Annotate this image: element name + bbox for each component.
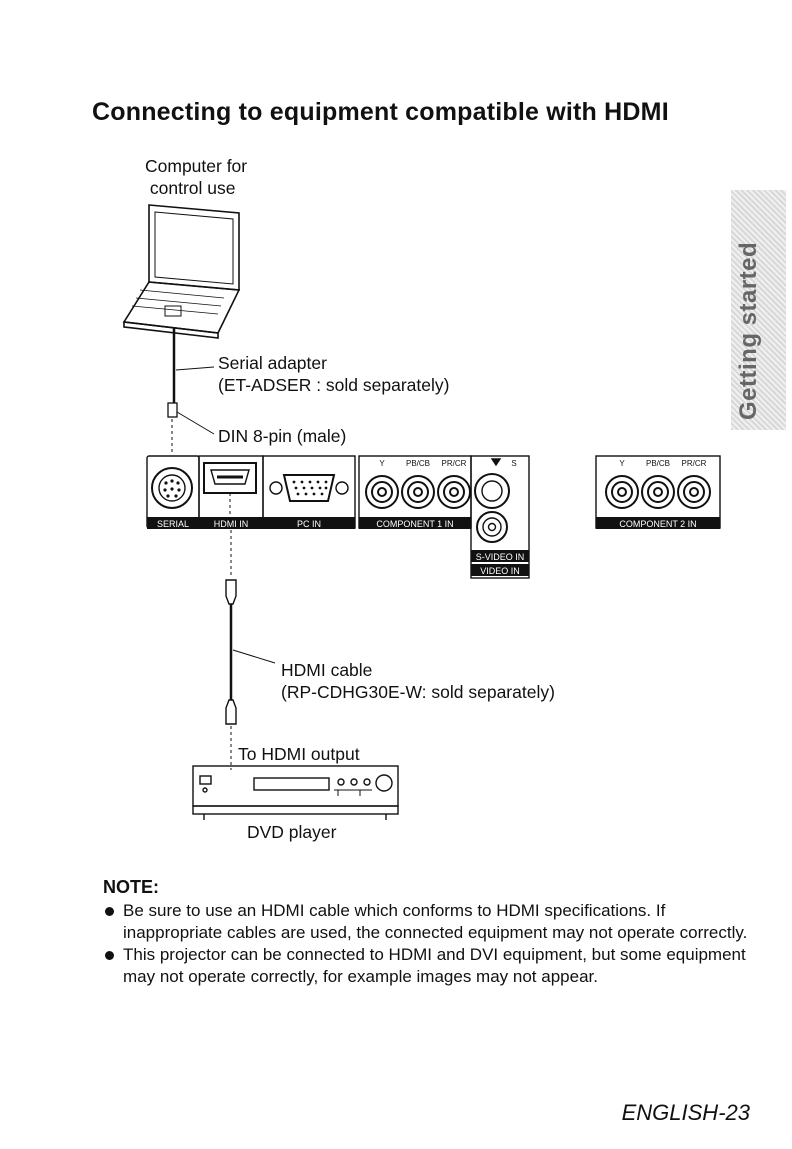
note-text: Be sure to use an HDMI cable which confo… (123, 901, 748, 942)
computer-label: Computer for control use (145, 156, 248, 198)
dvd-player-icon (192, 765, 399, 820)
note-text: This projector can be connected to HDMI … (123, 945, 746, 986)
port-label-component2: COMPONENT 2 IN (619, 519, 696, 529)
port-label-s: S (511, 459, 516, 468)
page-title: Connecting to equipment compatible with … (92, 98, 669, 126)
hdmi-cable-label: HDMI cable (RP-CDHG30E-W: sold separatel… (281, 660, 555, 702)
bullet-icon (105, 951, 114, 960)
to-hdmi-output-label: To HDMI output (238, 744, 360, 764)
din-label: DIN 8-pin (male) (218, 426, 347, 446)
laptop-icon (122, 204, 241, 339)
side-tab: Getting started (731, 190, 786, 430)
serial-adapter-label: Serial adapter (ET-ADSER : sold separate… (218, 353, 450, 395)
note-heading: NOTE: (103, 877, 159, 897)
port-label-pr2: PR/CR (682, 459, 707, 468)
port-label-svideo: S-VIDEO IN (476, 552, 525, 562)
note-list: Be sure to use an HDMI cable which confo… (103, 900, 763, 988)
port-label-pb1: PB/CB (406, 459, 430, 468)
hdmi-cable (225, 530, 276, 770)
port-label-pb2: PB/CB (646, 459, 670, 468)
page-footer: ENGLISH-23 (621, 1100, 750, 1125)
serial-cable (167, 328, 215, 455)
port-label-hdmi-in: HDMI IN (214, 519, 249, 529)
port-label-pr1: PR/CR (442, 459, 467, 468)
port-label-component1: COMPONENT 1 IN (376, 519, 453, 529)
panel-label-bars (147, 517, 720, 576)
dvd-player-label: DVD player (247, 822, 337, 842)
note-item: Be sure to use an HDMI cable which confo… (103, 900, 763, 944)
port-label-y2: Y (619, 459, 625, 468)
port-label-video: VIDEO IN (480, 566, 520, 576)
port-label-serial: SERIAL (157, 519, 189, 529)
port-label-y1: Y (379, 459, 385, 468)
projector-connector-panel (146, 455, 721, 579)
bullet-icon (105, 907, 114, 916)
port-label-pc-in: PC IN (297, 519, 321, 529)
note-item: This projector can be connected to HDMI … (103, 944, 763, 988)
connection-diagram: SERIAL HDMI IN PC IN COMPONENT 1 IN S-VI… (122, 204, 721, 820)
